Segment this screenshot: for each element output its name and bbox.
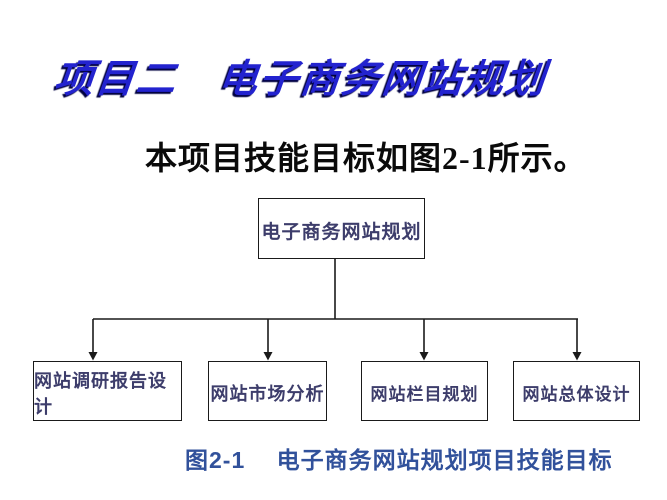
diagram-node-research-report: 网站调研报告设计 xyxy=(33,361,182,421)
diagram-node-market-analysis: 网站市场分析 xyxy=(208,361,327,421)
figure-caption: 图2-1 电子商务网站规划项目技能目标 xyxy=(185,447,613,473)
diagram-node-root: 电子商务网站规划 xyxy=(258,198,425,259)
tree-connectors xyxy=(88,259,582,361)
diagram-node-label: 网站总体设计 xyxy=(522,385,631,404)
arrow-down-icon xyxy=(88,352,98,361)
intro-text: 本项目技能目标如图2-1所示。 xyxy=(145,140,587,176)
arrow-down-icon xyxy=(263,352,273,361)
diagram-node-overall-design: 网站总体设计 xyxy=(513,361,640,421)
arrow-down-icon xyxy=(572,352,582,361)
arrow-down-icon xyxy=(419,352,429,361)
diagram-node-column-planning: 网站栏目规划 xyxy=(361,361,488,421)
diagram-node-label: 电子商务网站规划 xyxy=(261,221,422,243)
diagram-node-label: 网站栏目规划 xyxy=(370,385,479,404)
diagram-node-label: 网站调研报告设计 xyxy=(34,370,167,417)
diagram-node-label: 网站市场分析 xyxy=(210,383,325,404)
